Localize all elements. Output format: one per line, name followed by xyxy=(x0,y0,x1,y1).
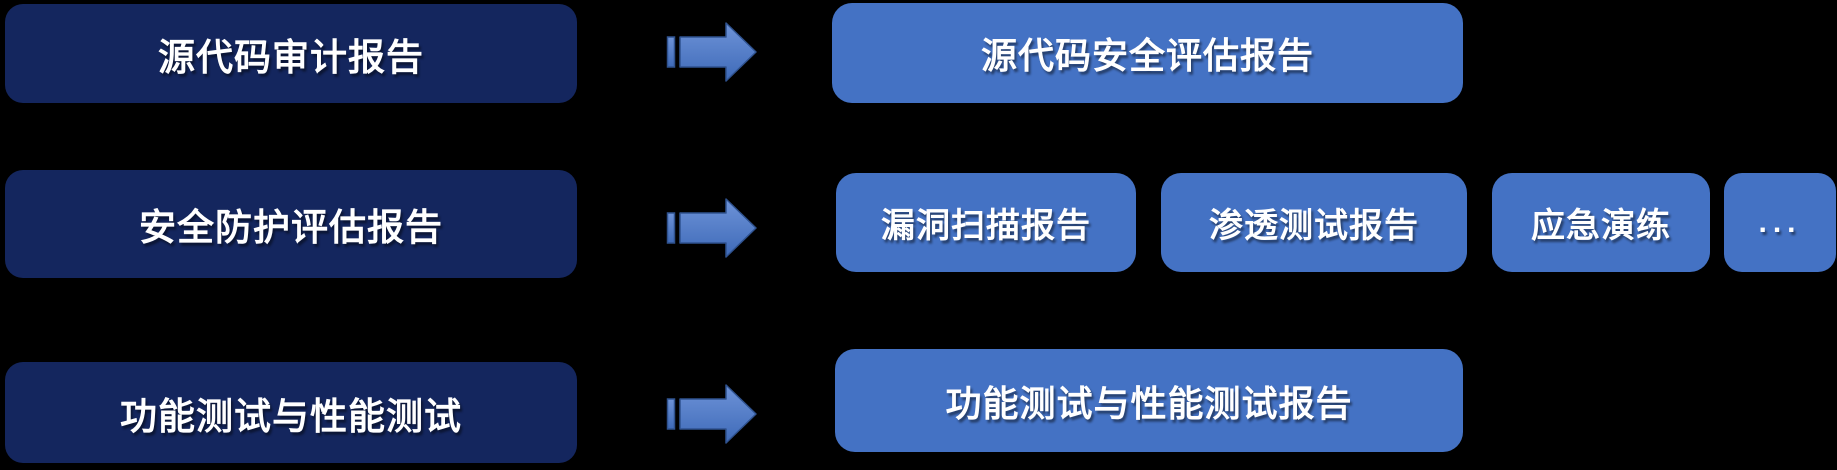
source-box-security-protection-assessment: 安全防护评估报告 xyxy=(5,170,577,278)
target-box-code-security-assessment-report: 源代码安全评估报告 xyxy=(832,3,1463,103)
target-box-ellipsis: ... xyxy=(1724,173,1836,272)
target-box-vulnerability-scan-report: 漏洞扫描报告 xyxy=(836,173,1136,272)
target-box-functional-performance-test-report: 功能测试与性能测试报告 xyxy=(835,349,1463,452)
source-box-functional-performance-testing: 功能测试与性能测试 xyxy=(5,362,577,463)
target-box-emergency-drill: 应急演练 xyxy=(1492,173,1710,272)
striped-right-arrow-icon xyxy=(666,22,757,82)
striped-right-arrow-icon xyxy=(666,198,757,258)
striped-right-arrow-icon xyxy=(666,384,757,444)
source-box-code-audit: 源代码审计报告 xyxy=(5,4,577,103)
target-box-penetration-test-report: 渗透测试报告 xyxy=(1161,173,1467,272)
